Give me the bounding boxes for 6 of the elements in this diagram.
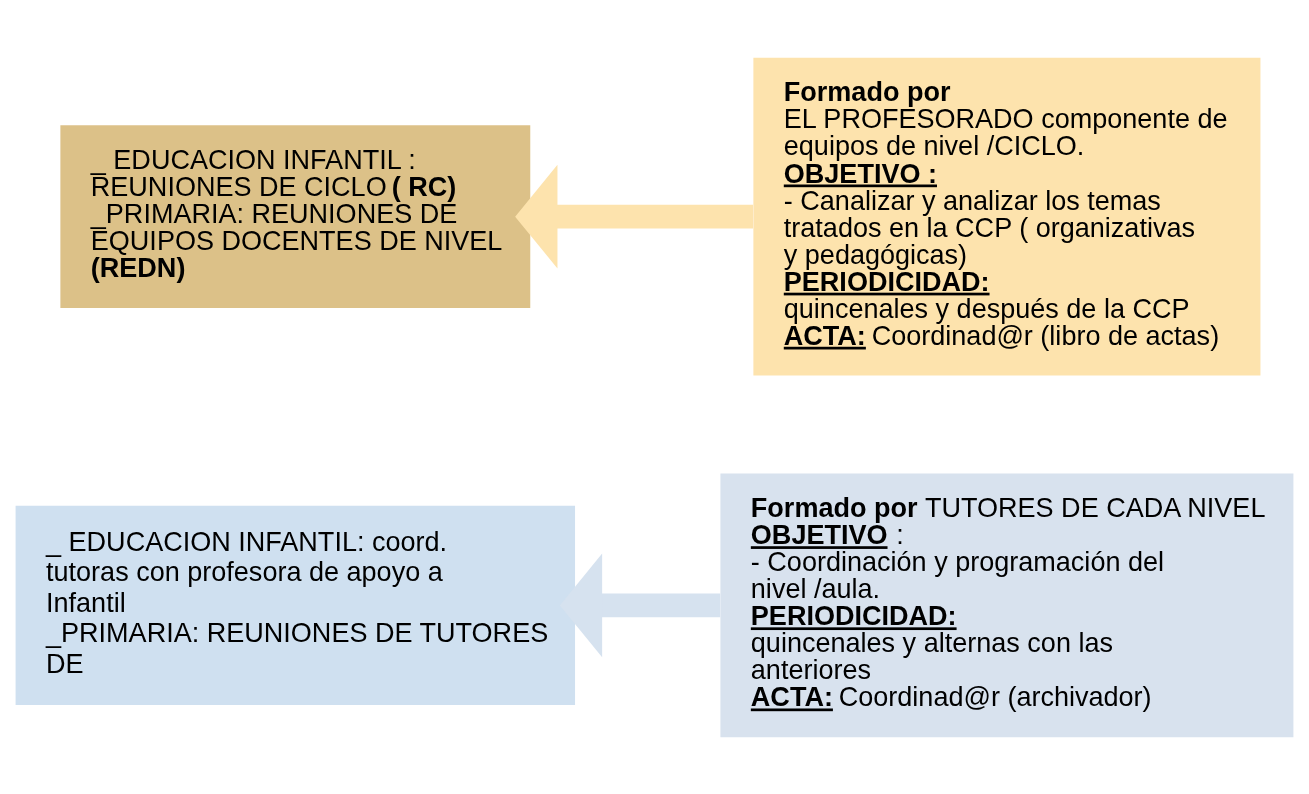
arrow xyxy=(515,164,754,268)
node-box: Formado por TUTORES DE CADA NIVEL OBJETIVO : - Coordinación y programación del nivel /aula. PERIODICIDAD: quincenales y alternas con las anteriores ACTA: Coordinad@r (archivador) xyxy=(720,473,1294,737)
node-box: _ EDUCACION INFANTIL: coord. tutoras con profesora de apoyo a Infantil _PRIMARIA: REUNIONES DE TUTORES DE xyxy=(15,505,576,705)
arrow xyxy=(559,553,721,657)
node-box: _ EDUCACION INFANTIL : REUNIONES DE CICLO ( RC) _PRIMARIA: REUNIONES DE EQUIPOS DOCENTES DE NIVEL (REDN) xyxy=(60,124,531,308)
node-box: Formado por EL PROFESORADO componente de equipos de nivel /CICLO. OBJETIVO : - Canalizar y analizar los temas tratados en la CCP ( organizativas y pedagógicas) PERIODICIDAD: quincenales y después de la CCP ACTA: Coordinad@r (libro de actas) xyxy=(753,57,1261,376)
